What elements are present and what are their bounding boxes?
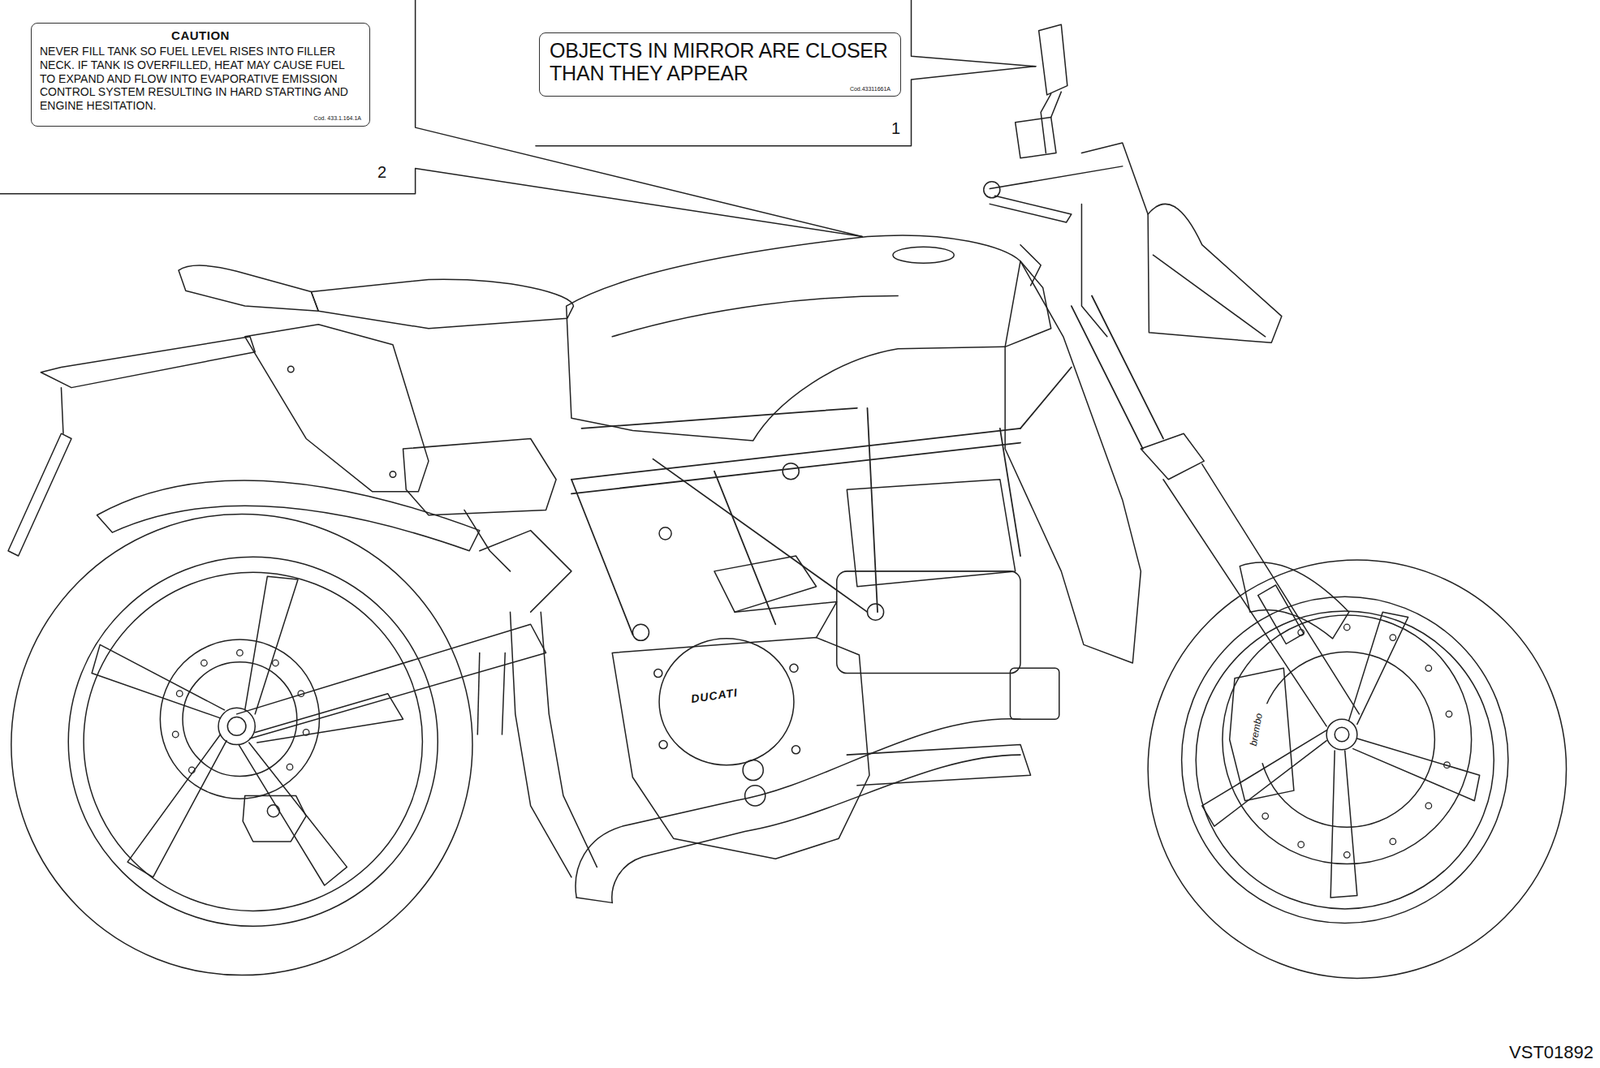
label-text: CAUTION — [39, 28, 362, 43]
brand-mark: brembo — [1248, 712, 1264, 747]
part-code: Cod. 433.1.164.1A — [39, 115, 362, 121]
label-text: OBJECTS IN MIRROR ARE CLOSER THAN THEY A… — [549, 39, 891, 85]
drawing-code: VST01892 — [1509, 1043, 1594, 1062]
brand-mark: DUCATI — [690, 686, 738, 705]
label-text: NEVER FILL TANK SO FUEL LEVEL RISES INTO… — [39, 44, 362, 113]
caution-label: CAUTIONNEVER FILL TANK SO FUEL LEVEL RIS… — [30, 22, 371, 127]
callout-number: 1 — [891, 120, 901, 137]
callout-number: 2 — [377, 163, 387, 181]
warning-label: OBJECTS IN MIRROR ARE CLOSER THAN THEY A… — [539, 32, 902, 97]
part-code: Cod.43311661A — [549, 86, 891, 92]
